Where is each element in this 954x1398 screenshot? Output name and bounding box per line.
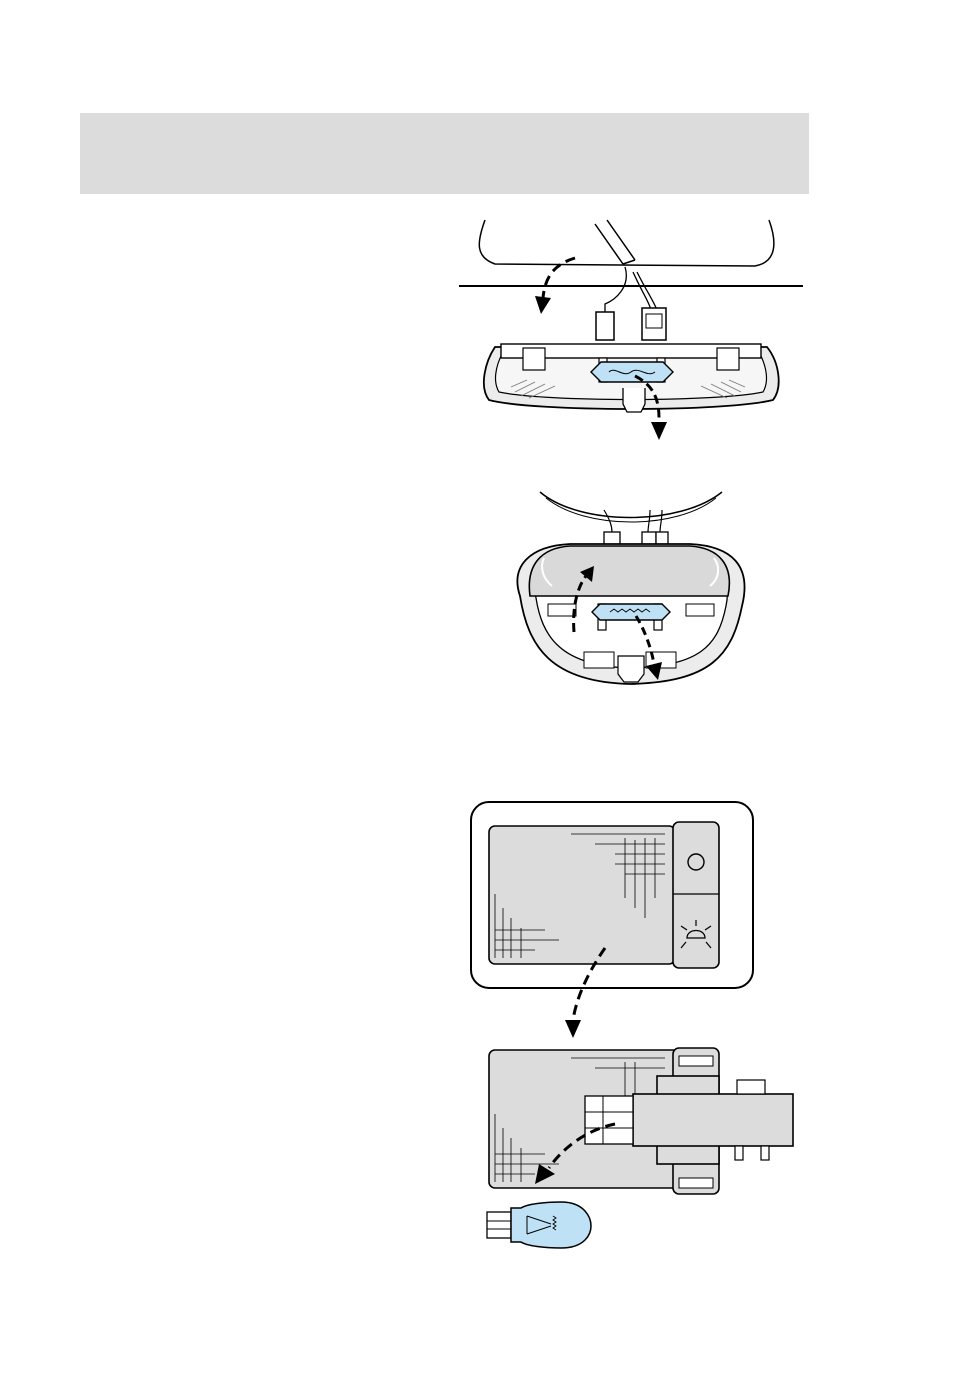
dome-lamp-lens-illustration: [500, 486, 760, 696]
screwdriver-icon: [595, 220, 635, 264]
wedge-bulb-icon: [487, 1202, 591, 1248]
dome-lamp-removal-illustration: [455, 212, 807, 452]
festoon-bulb-icon: [591, 362, 673, 382]
section-header-band: [80, 113, 809, 194]
map-lamp-illustration: [465, 798, 795, 1256]
festoon-bulb-icon: [592, 604, 670, 620]
lens-flap: [529, 546, 729, 596]
